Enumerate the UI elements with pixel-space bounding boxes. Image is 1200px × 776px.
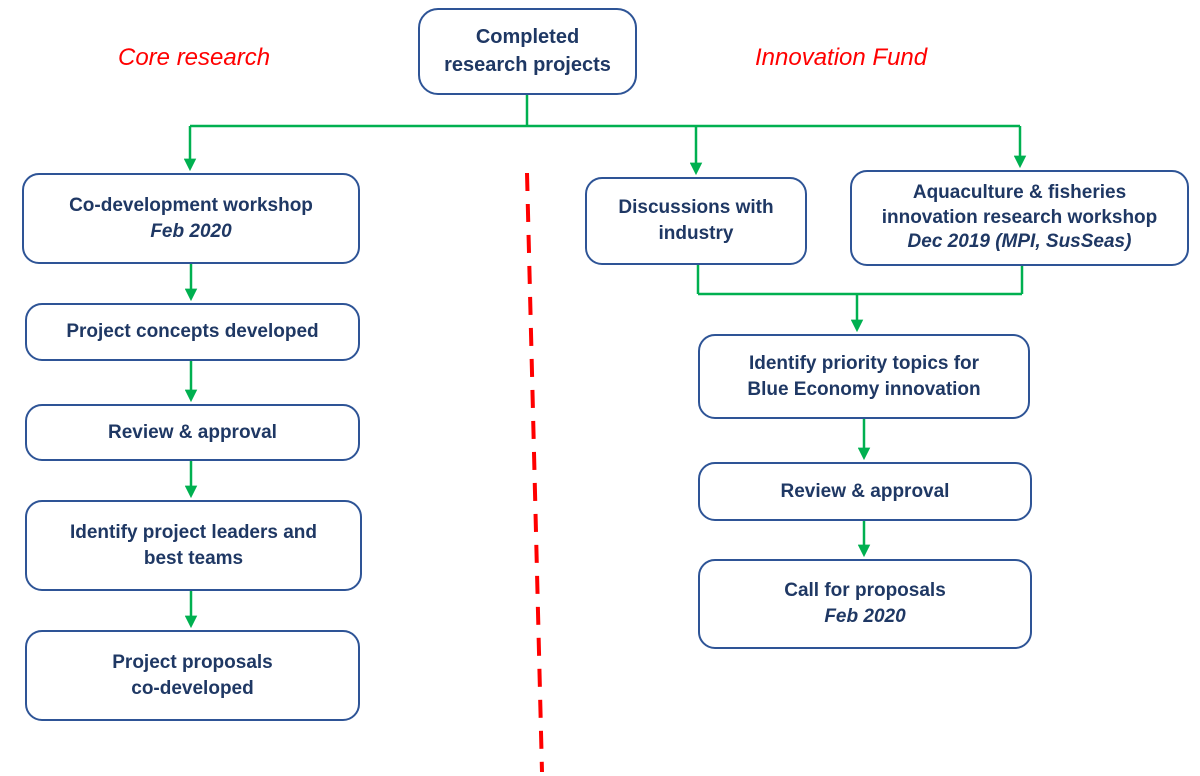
node-text-line: Co-development workshop	[69, 194, 313, 216]
node-text-line: Blue Economy innovation	[747, 378, 981, 400]
node-project-concepts-developed: Project concepts developed	[25, 303, 360, 361]
node-codevelopment-workshop: Co-development workshop Feb 2020	[22, 173, 360, 264]
node-date-line: Feb 2020	[150, 220, 232, 242]
node-aquaculture-fisheries-workshop: Aquaculture & fisheries innovation resea…	[850, 170, 1189, 266]
node-text-line: research projects	[444, 53, 611, 76]
node-text-line: Discussions with	[618, 197, 774, 219]
node-identify-priority-topics: Identify priority topics for Blue Econom…	[698, 334, 1030, 419]
node-completed-research-projects: Completed research projects	[418, 8, 637, 95]
node-text-line: Review & approval	[780, 480, 950, 502]
node-project-proposals-codeveloped: Project proposals co-developed	[25, 630, 360, 721]
node-text-line: Review & approval	[108, 421, 277, 443]
node-text-line: Aquaculture & fisheries	[912, 181, 1127, 203]
node-text-line: industry	[658, 223, 734, 244]
node-text-line: best teams	[143, 547, 244, 569]
node-date-line: Feb 2020	[824, 606, 906, 627]
node-review-approval-left: Review & approval	[25, 404, 360, 461]
node-call-for-proposals: Call for proposals Feb 2020	[698, 559, 1032, 649]
node-text-line: Identify project leaders and	[69, 521, 318, 543]
branch-divider-dashed-line	[525, 172, 544, 773]
node-text-line: innovation research workshop	[881, 206, 1158, 228]
node-text-line: co-developed	[131, 677, 254, 699]
node-identify-project-leaders: Identify project leaders and best teams	[25, 500, 362, 591]
node-text-line: Identify priority topics for	[748, 352, 980, 374]
node-date-line: Dec 2019 (MPI, SusSeas)	[907, 231, 1132, 253]
node-text-line: Project concepts developed	[66, 321, 319, 343]
branch-label-core-research: Core research	[118, 44, 271, 71]
branch-label-innovation-fund: Innovation Fund	[755, 44, 928, 71]
node-text-line: Completed	[475, 26, 580, 49]
node-discussions-with-industry: Discussions with industry	[585, 177, 807, 265]
node-text-line: Project proposals	[112, 651, 273, 673]
node-text-line: Call for proposals	[784, 580, 946, 602]
node-review-approval-right: Review & approval	[698, 462, 1032, 521]
